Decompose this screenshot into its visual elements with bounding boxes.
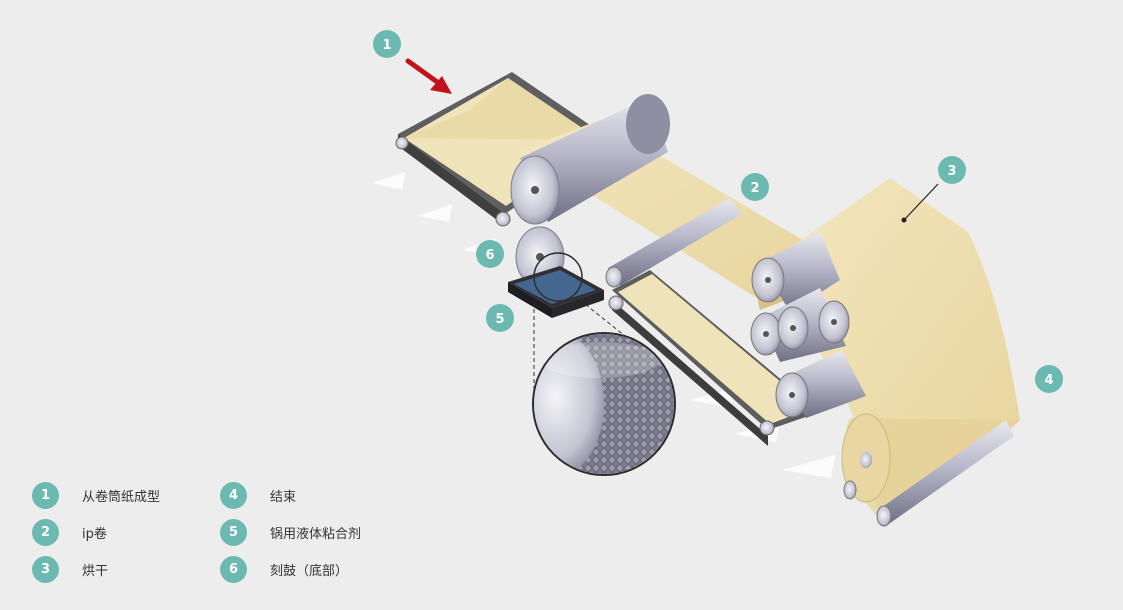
legend-label: ip卷 — [82, 526, 107, 542]
legend-label: 烘干 — [82, 563, 109, 579]
input-arrow — [405, 58, 452, 94]
legend-number: 2 — [32, 518, 59, 546]
legend-item-6: 6 刻鼓（底部） — [220, 555, 348, 583]
legend-item-5: 5 锅用液体粘合剂 — [220, 518, 361, 546]
callout-3: 3 — [938, 156, 966, 184]
svg-text:1: 1 — [382, 38, 391, 53]
svg-text:2: 2 — [750, 181, 759, 196]
callout-2: 2 — [741, 173, 769, 201]
svg-text:3: 3 — [947, 164, 956, 179]
legend-label: 结束 — [270, 489, 297, 505]
legend-label: 刻鼓（底部） — [270, 563, 349, 579]
callout-1: 1 — [373, 30, 401, 58]
legend-item-2: 2 ip卷 — [32, 518, 107, 546]
legend-item-4: 4 结束 — [220, 481, 296, 509]
callout-5: 5 — [486, 304, 514, 332]
callout-4: 4 — [1035, 365, 1063, 393]
top-roller — [510, 94, 670, 225]
legend: 1 从卷筒纸成型 2 ip卷 3 烘干 4 结束 5 锅用液体粘合剂 6 刻鼓（… — [32, 481, 452, 591]
legend-label: 从卷筒纸成型 — [82, 489, 161, 505]
svg-text:5: 5 — [495, 312, 504, 327]
legend-number: 6 — [220, 555, 247, 583]
ip-roller — [605, 198, 742, 288]
svg-text:6: 6 — [485, 248, 494, 263]
finishing-roll — [841, 413, 1014, 527]
legend-label: 锅用液体粘合剂 — [270, 526, 362, 542]
callout-3-pointer — [903, 183, 939, 221]
legend-number: 1 — [32, 481, 59, 509]
callout-6: 6 — [476, 240, 504, 268]
legend-number: 4 — [220, 481, 247, 509]
drying-rollers — [750, 232, 866, 418]
callout-3-dot — [901, 217, 907, 223]
legend-number: 5 — [220, 518, 247, 546]
legend-number: 3 — [32, 555, 59, 583]
right-conveyor — [608, 270, 820, 446]
svg-text:4: 4 — [1044, 373, 1053, 388]
adhesive-pan — [508, 266, 604, 318]
legend-item-3: 3 烘干 — [32, 555, 108, 583]
legend-item-1: 1 从卷筒纸成型 — [32, 481, 160, 509]
